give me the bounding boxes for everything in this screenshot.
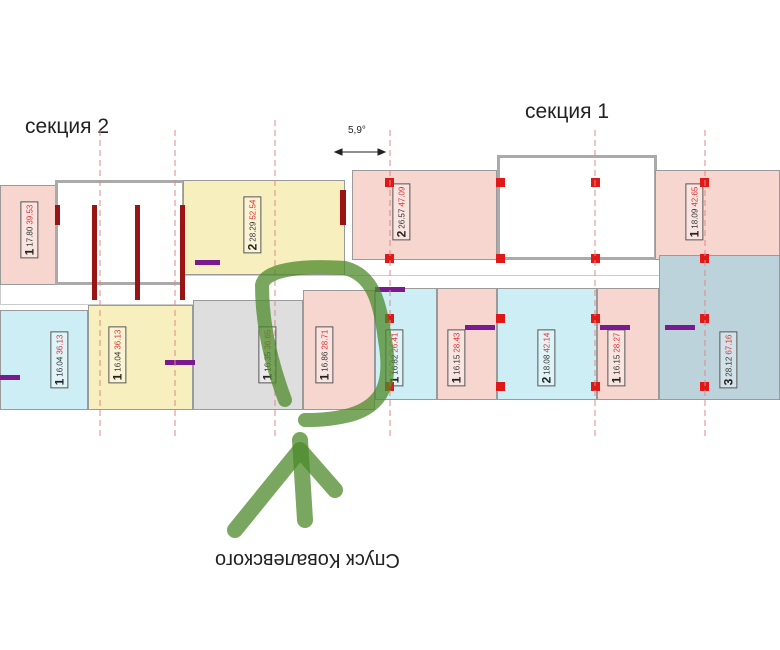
pillar (591, 314, 600, 323)
angle-dimension-arrow (333, 148, 387, 156)
pillar (700, 382, 709, 391)
pillar (385, 314, 394, 323)
wall (55, 205, 60, 225)
street-name-label: Спуск Ковалевского (215, 549, 400, 571)
pillar (496, 178, 505, 187)
shaft (665, 325, 695, 330)
shaft (465, 325, 495, 330)
pillar (385, 254, 394, 263)
pillar (700, 314, 709, 323)
stair-lift-core-s2 (55, 180, 185, 285)
stair-lift-core-s1 (497, 155, 657, 260)
wall (92, 205, 97, 300)
shaft (165, 360, 195, 365)
section-2-label: секция 2 (25, 115, 110, 138)
shaft (375, 287, 405, 292)
pillar (496, 314, 505, 323)
wall (180, 205, 185, 300)
wall (135, 205, 140, 300)
pillar (496, 382, 505, 391)
shaft (0, 375, 20, 380)
angle-label: 5,9° (348, 125, 366, 136)
pillar (591, 382, 600, 391)
grid-axes (99, 120, 706, 440)
wall (340, 190, 346, 225)
shaft (195, 260, 220, 265)
section-1-label: секция 1 (525, 100, 610, 123)
shaft (600, 325, 630, 330)
pillar (496, 254, 505, 263)
pillar (591, 254, 600, 263)
pillar (700, 254, 709, 263)
green-route-marker (227, 260, 395, 538)
